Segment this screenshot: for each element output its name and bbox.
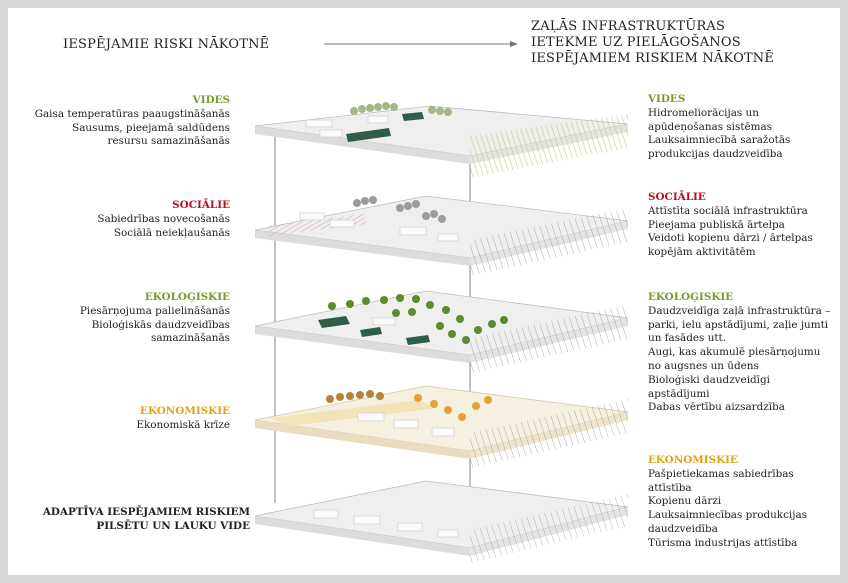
right-ekolog-line: un fasādes utt. xyxy=(648,332,727,345)
left-ekolog-line: samazināšanās xyxy=(150,332,230,345)
left-ekolog-title: EKOLOĢISKIE xyxy=(144,291,230,303)
layer-ekonomiskie xyxy=(254,385,629,468)
right-ekonom-line: Kopienu dārzi xyxy=(648,495,722,508)
right-vides-line: Hidromeliorācijas un xyxy=(648,106,759,119)
layer-adaptiva xyxy=(254,480,629,563)
left-vides-title: VIDES xyxy=(192,94,230,106)
right-sociale-line: kopējām aktivitātēm xyxy=(648,246,756,259)
layer-vides xyxy=(254,102,629,178)
left-ekonom-title: EKONOMISKIE xyxy=(140,405,230,417)
left-sociale-line: Sociālā neiekļaušanās xyxy=(113,226,230,239)
left-ekonomiskie: EKONOMISKIE Ekonomiskā krīze xyxy=(136,405,230,433)
right-ekolog-line: Daudzveidīga zaļā infrastruktūra – xyxy=(648,304,831,317)
left-sociale-line: Sabiedrības novecošanās xyxy=(97,212,230,225)
right-sociale: SOCIĀLIE Attīstīta sociālā infrastruktūr… xyxy=(648,191,813,260)
right-ekolog-title: EKOLOĢISKIE xyxy=(648,291,734,303)
right-title-line: IESPĒJAMIEM RISKIEM NĀKOTNĒ xyxy=(531,51,775,66)
right-title: ZAĻĀS INFRASTRUKTŪRAS IETEKME UZ PIELĀGO… xyxy=(531,19,774,67)
right-ekologiskie: EKOLOĢISKIE Daudzveidīga zaļā infrastruk… xyxy=(648,291,830,415)
left-sociale: SOCIĀLIE Sabiedrības novecošanās Sociālā… xyxy=(97,199,230,240)
layer-diagram xyxy=(254,41,629,563)
right-ekonomiskie: EKONOMISKIE Pašpietiekamas sabiedrības a… xyxy=(648,454,840,551)
right-ekonom-line: Pašpietiekamas sabiedrības attīstība xyxy=(648,467,794,494)
left-adaptiva: ADAPTĪVA IESPĒJAMIEM RISKIEM PILSĒTU UN … xyxy=(43,506,250,534)
left-adapt-line: PILSĒTU UN LAUKU VIDE xyxy=(96,519,250,532)
left-vides-line: Sausums, pieejamā saldūdens xyxy=(72,121,230,134)
layer-sociale xyxy=(254,195,629,276)
right-title-line: ZAĻĀS INFRASTRUKTŪRAS xyxy=(531,19,726,34)
left-vides-line: resursu samazināšanās xyxy=(107,135,230,148)
right-vides: VIDES Hidromeliorācijas un apūdeņošanas … xyxy=(648,93,790,162)
right-ekolog-line: parki, ielu apstādījumi, zaļie jumti xyxy=(648,318,829,331)
right-ekonom-line: Tūrisma industrijas attīstība xyxy=(648,536,798,549)
right-sociale-line: Veidoti kopienu dārzi / ārtelpas xyxy=(648,232,813,245)
right-ekonom-line: Lauksaimniecības produkcijas xyxy=(648,509,807,522)
right-vides-line: apūdeņošanas sistēmas xyxy=(648,120,773,133)
left-ekolog-line: Piesārņojuma palielināšanās xyxy=(79,304,230,317)
right-ekolog-line: Augi, kas akumulē piesārņojumu xyxy=(648,346,821,359)
right-vides-line: Lauksaimniecībā saražotās xyxy=(648,134,791,147)
right-sociale-line: Attīstīta sociālā infrastruktūra xyxy=(648,204,808,217)
figure: IESPĒJAMIE RISKI NĀKOTNĒ ZAĻĀS INFRASTRU… xyxy=(8,8,840,575)
right-ekolog-line: Dabas vērtību aizsardzība xyxy=(648,401,785,414)
right-sociale-line: Pieejama publiskā ārtelpa xyxy=(648,218,785,231)
right-ekolog-line: no augsnes un ūdens xyxy=(648,359,759,372)
right-title-line: IETEKME UZ PIELĀGOŠANOS xyxy=(531,35,741,50)
right-ekolog-line: apstādījumi xyxy=(648,387,710,400)
right-vides-title: VIDES xyxy=(648,93,686,105)
right-ekonom-title: EKONOMISKIE xyxy=(648,454,738,466)
left-title: IESPĒJAMIE RISKI NĀKOTNĒ xyxy=(63,37,270,52)
right-vides-line: produkcijas daudzveidība xyxy=(648,148,783,161)
left-sociale-title: SOCIĀLIE xyxy=(172,199,230,211)
left-adapt-line: ADAPTĪVA IESPĒJAMIEM RISKIEM xyxy=(42,506,250,518)
left-vides-line: Gaisa temperatūras paaugstināšanās xyxy=(34,107,230,120)
right-ekolog-line: Bioloģiski daudzveidīgi xyxy=(648,373,770,386)
layer-ekologiskie xyxy=(254,290,629,373)
left-vides: VIDES Gaisa temperatūras paaugstināšanās… xyxy=(35,94,230,149)
left-ekonom-line: Ekonomiskā krīze xyxy=(136,418,230,431)
arrow-head xyxy=(510,41,518,47)
left-ekologiskie: EKOLOĢISKIE Piesārņojuma palielināšanās … xyxy=(80,291,230,346)
right-sociale-title: SOCIĀLIE xyxy=(648,191,706,203)
left-ekolog-line: Bioloģiskās daudzveidības xyxy=(91,318,230,331)
right-ekonom-line: daudzveidība xyxy=(648,522,718,535)
